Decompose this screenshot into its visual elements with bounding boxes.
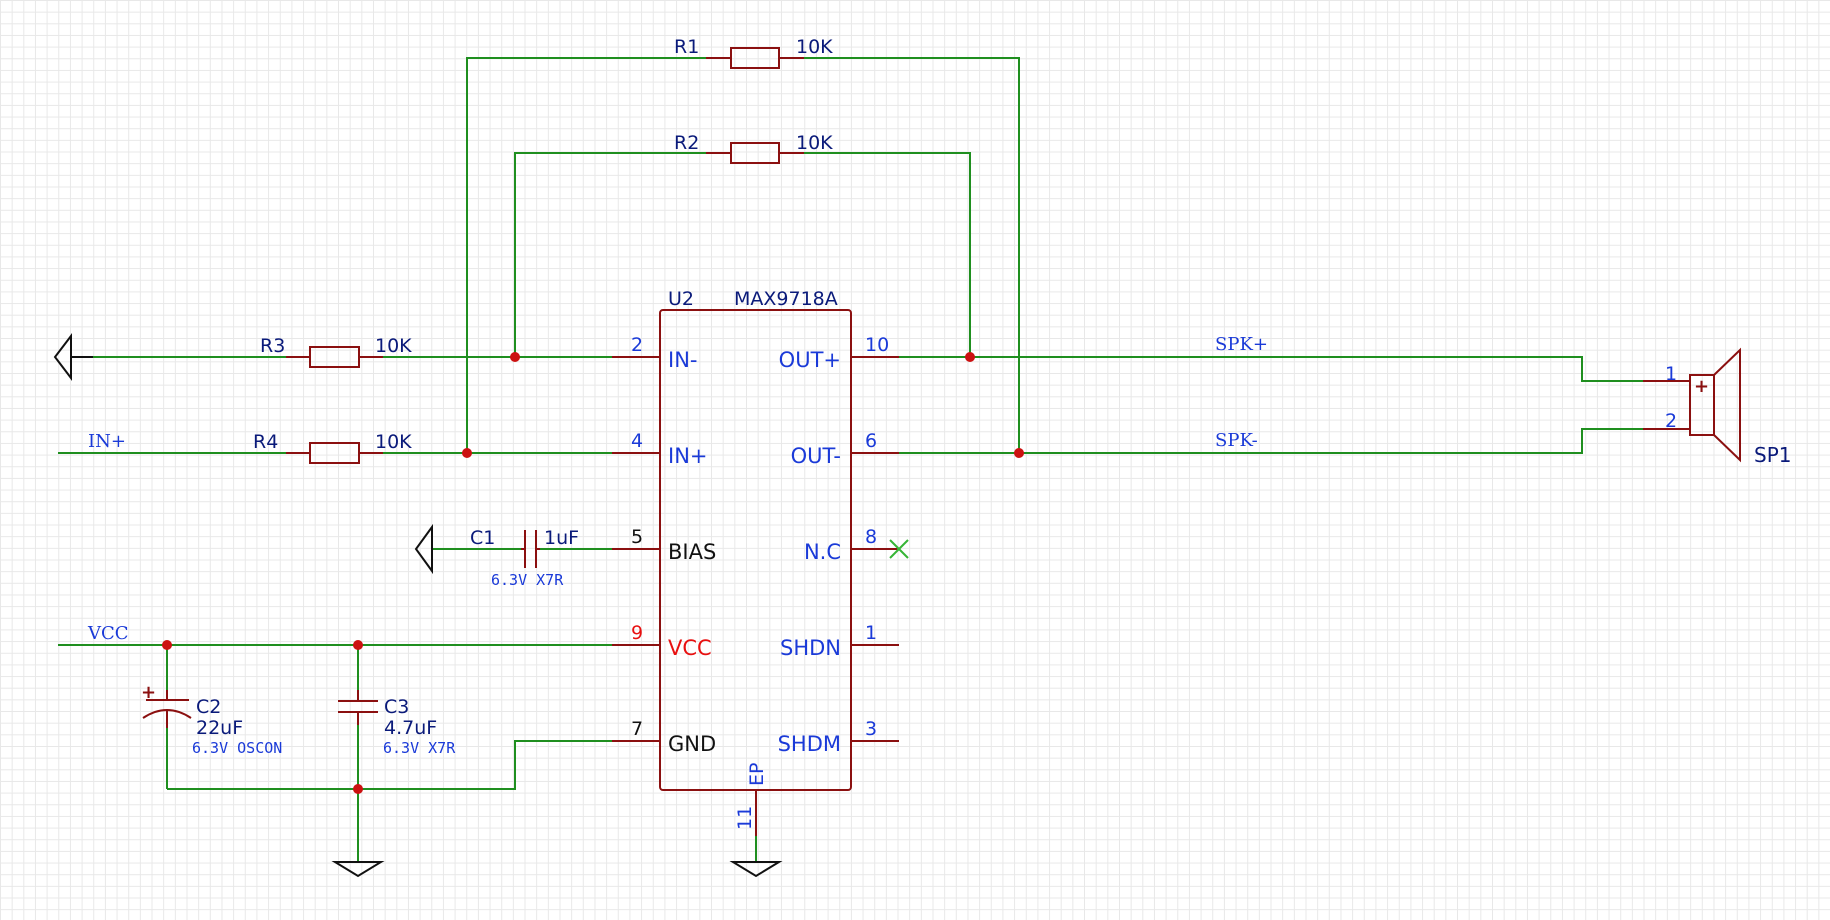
pin-number: 5 [631,526,643,548]
capacitor-note: 6.3V OSCON [192,739,282,757]
capacitor-ref: C2 [196,696,221,718]
junction-dot [965,352,975,362]
pin-bias[interactable]: 5 BIAS [631,526,716,564]
pin-number: 2 [631,334,643,356]
capacitor-value: 4.7uF [384,717,437,739]
resistor-r3[interactable]: R3 10K [260,335,412,368]
ground-symbol-c3[interactable] [331,861,385,878]
pin-name: SHDN [780,636,841,660]
resistor-body [309,346,360,368]
net-label-spk-plus: SPK+ [1215,334,1268,355]
wires [58,57,1643,862]
junctions [162,352,1024,794]
junction-dot [162,640,172,650]
pin-vcc[interactable]: 9 VCC [631,622,712,660]
ground-symbol-bias[interactable] [414,523,433,575]
resistor-value: 10K [796,132,833,154]
speaker-cone [1713,347,1741,463]
ground-symbol-left-top[interactable] [53,333,93,381]
pin-name: IN- [668,348,697,372]
capacitor-ref: C1 [470,527,495,549]
resistor-body [309,442,360,464]
junction-dot [353,784,363,794]
no-connect-marker [889,539,909,559]
ic-designator: U2 [668,288,694,310]
resistor-ref: R1 [674,36,699,58]
speaker-pin1: 1 [1665,363,1677,385]
pin-number: 4 [631,430,643,452]
pin-number: 10 [865,334,889,356]
capacitor-value: 22uF [196,717,243,739]
capacitor-note: 6.3V X7R [491,571,564,589]
pin-name: IN+ [668,444,708,468]
pin-name: BIAS [668,540,716,564]
ic-u2[interactable]: U2 MAX9718A 2 IN- 4 IN+ 5 BIAS [612,288,909,836]
pin-name: EP [746,763,768,786]
pin-number: 3 [865,718,877,740]
resistor-r1[interactable]: R1 10K [674,36,833,69]
capacitor-c3[interactable]: C3 4.7uF 6.3V X7R [338,690,456,757]
capacitor-note: 6.3V X7R [383,739,456,757]
resistor-r2[interactable]: R2 10K [674,132,833,164]
pin-number: 8 [865,526,877,548]
resistor-value: 10K [375,335,412,357]
pin-gnd[interactable]: 7 GND [631,718,716,756]
capacitor-value: 1uF [544,527,579,549]
pin-number: 11 [734,806,756,830]
pin-name: SHDM [778,732,841,756]
net-label-vcc: VCC [87,623,129,644]
ic-part-number: MAX9718A [734,288,838,310]
pin-ep[interactable]: EP 11 [734,763,768,830]
ground-symbol-ep[interactable] [729,861,783,878]
pin-out-plus[interactable]: 10 OUT+ [779,334,890,372]
resistor-ref: R2 [674,132,699,154]
capacitor-polarity: + [141,682,156,703]
pin-number: 9 [631,622,643,644]
pin-in-minus[interactable]: 2 IN- [631,334,697,372]
pin-name: N.C [804,540,841,564]
speaker-magnet [1689,374,1715,436]
wire-r1-loop [466,57,1020,453]
capacitor-c1[interactable]: C1 1uF 6.3V X7R [470,527,579,589]
junction-dot [353,640,363,650]
speaker-sp1[interactable]: + 1 2 SP1 [1643,347,1791,467]
wire-r2-loop [514,152,971,357]
capacitor-ref: C3 [384,696,409,718]
pin-in-plus[interactable]: 4 IN+ [631,430,708,468]
resistor-value: 10K [375,431,412,453]
speaker-pin2: 2 [1665,410,1677,432]
capacitor-c2[interactable]: + C2 22uF 6.3V OSCON [141,682,282,757]
pin-out-minus[interactable]: 6 OUT- [791,430,877,468]
pin-shdn[interactable]: 1 SHDN [780,622,877,660]
pin-name: GND [668,732,716,756]
resistor-r4[interactable]: R4 10K [253,431,412,464]
junction-dot [462,448,472,458]
speaker-polarity: + [1694,376,1709,397]
speaker-ref: SP1 [1754,443,1791,467]
resistor-body [730,47,780,69]
junction-dot [1014,448,1024,458]
pin-number: 6 [865,430,877,452]
resistor-body [730,142,780,164]
pin-shdm[interactable]: 3 SHDM [778,718,878,756]
pin-nc[interactable]: 8 N.C [804,526,909,564]
pin-number: 7 [631,718,643,740]
wire-out-plus [898,356,1643,382]
wire-out-minus [898,428,1643,454]
wire-gnd-return [167,740,615,790]
pin-name: OUT- [791,444,841,468]
pin-number: 1 [865,622,877,644]
pin-name: OUT+ [779,348,841,372]
junction-dot [510,352,520,362]
net-label-in-plus: IN+ [88,431,126,452]
resistor-ref: R4 [253,431,278,453]
resistor-value: 10K [796,36,833,58]
pin-name: VCC [668,636,712,660]
net-label-spk-minus: SPK- [1215,430,1258,451]
resistor-ref: R3 [260,335,285,357]
